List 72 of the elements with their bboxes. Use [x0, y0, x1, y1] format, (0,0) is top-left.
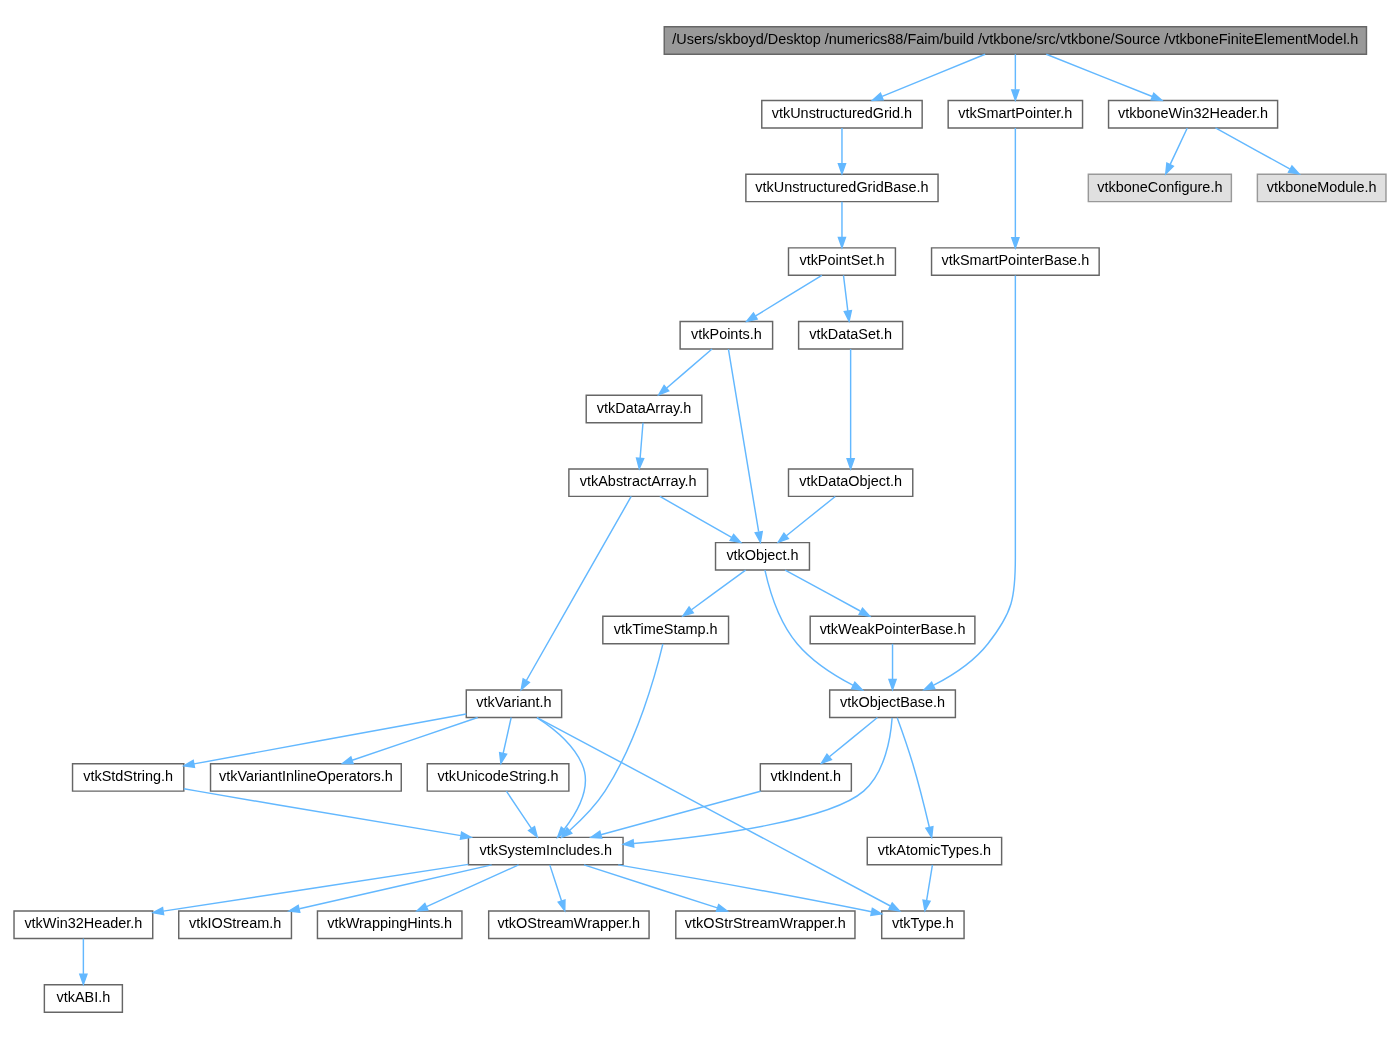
arrow	[181, 713, 467, 769]
arrow	[922, 864, 934, 913]
arrow	[837, 200, 847, 250]
arrow	[870, 53, 986, 102]
arrow	[888, 643, 898, 692]
arrow	[1010, 53, 1020, 103]
arrow	[657, 348, 713, 397]
node-box: vtkUnicodeString.h	[426, 762, 570, 792]
node-box: vtkWin32Header.h	[13, 910, 154, 940]
arrow	[415, 864, 520, 912]
arrow	[635, 422, 645, 471]
node-box: vtkStdString.h	[71, 762, 185, 792]
arrow	[340, 716, 479, 765]
node-box: vtkIndent.h	[759, 762, 853, 792]
node-box: vtkTimeStamp.h	[602, 615, 730, 645]
arrow	[617, 864, 884, 917]
node-box: vtkOStrStreamWrapper.h	[675, 910, 856, 940]
arrow	[1010, 127, 1020, 251]
arrow	[681, 569, 747, 618]
arrow	[183, 788, 474, 840]
arrow	[1164, 127, 1188, 176]
node-box: vtkUnstructuredGrid.h	[761, 99, 923, 129]
node-box: vtkVariant.h	[465, 689, 563, 719]
arrow	[764, 569, 865, 691]
arrow	[287, 864, 493, 914]
arrow	[784, 569, 872, 618]
node-box: vtkVariantInlineOperators.h	[209, 762, 402, 792]
arrow	[896, 716, 934, 840]
arrow	[621, 717, 893, 848]
node-box: vtkSystemIncludes.h	[467, 836, 624, 866]
arrow	[659, 495, 743, 544]
node-box: vtkDataArray.h	[585, 394, 703, 424]
node-box: vtkSmartPointerBase.h	[930, 247, 1100, 277]
arrow	[536, 716, 902, 912]
node-box: vtkPointSet.h	[787, 247, 897, 277]
node-box: vtkAtomicTypes.h	[866, 836, 1003, 866]
arrow	[837, 127, 847, 176]
arrow	[922, 274, 1017, 691]
node-box: vtkAbstractArray.h	[568, 468, 709, 498]
arrow	[1214, 127, 1301, 176]
node-box: vtkWeakPointerBase.h	[809, 615, 976, 645]
node-box: /Users/skboyd/Desktop /numerics88/Faim/build /vtkbone/src/vtkbone/Source /vtkboneFiniteElementModel.h	[663, 26, 1368, 55]
arrow	[505, 790, 539, 839]
node-box: vtkPoints.h	[679, 320, 774, 350]
arrow	[588, 790, 762, 839]
arrow	[498, 716, 512, 766]
node-box: vtkObject.h	[714, 541, 811, 571]
node-box: vtkDataObject.h	[787, 468, 914, 498]
node-box: vtkboneConfigure.h	[1087, 173, 1233, 203]
arrow	[842, 274, 853, 324]
arrow	[583, 864, 730, 913]
arrow	[846, 348, 856, 472]
node-box: vtkABI.h	[43, 984, 124, 1013]
arrow	[150, 863, 470, 916]
arrow	[549, 864, 566, 913]
node-box: vtkType.h	[881, 910, 965, 940]
node-box: vtkSmartPointer.h	[947, 99, 1084, 129]
arrow	[520, 495, 632, 692]
node-box: vtkboneWin32Header.h	[1107, 99, 1279, 129]
arrow	[727, 348, 764, 545]
arrow	[1045, 53, 1164, 102]
node-box: vtkWrappingHints.h	[316, 910, 463, 940]
node-box: vtkObjectBase.h	[828, 689, 957, 719]
arrow	[744, 274, 823, 323]
arrow	[78, 937, 88, 987]
node-box: vtkDataSet.h	[797, 320, 904, 350]
arrow	[776, 495, 836, 544]
arrow	[819, 716, 879, 765]
node-box: vtkOStreamWrapper.h	[487, 910, 650, 940]
node-box: vtkIOStream.h	[178, 910, 293, 940]
node-box: vtkUnstructuredGridBase.h	[745, 173, 939, 203]
node-box: vtkboneModule.h	[1256, 173, 1387, 203]
